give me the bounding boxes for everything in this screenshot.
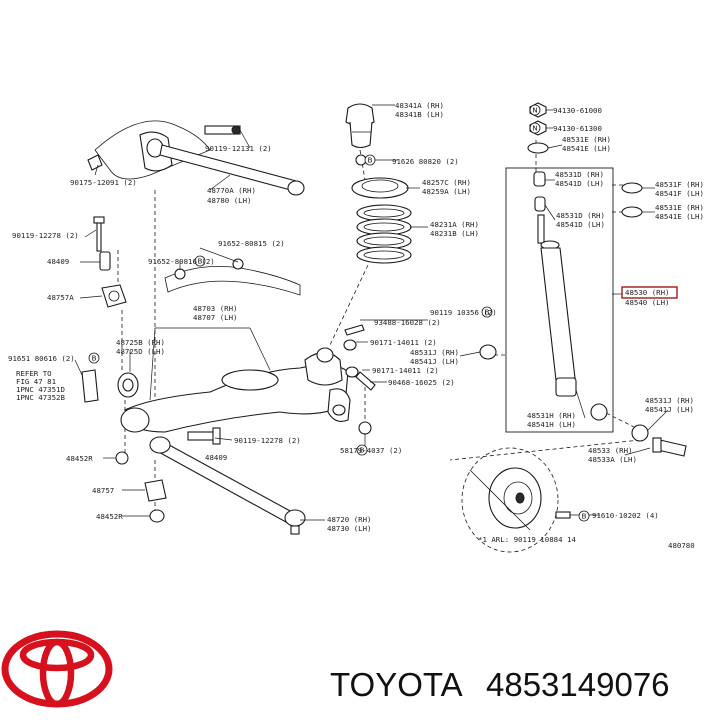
svg-text:N: N	[532, 125, 537, 133]
label-refer-4: 1PNC 47352B	[16, 393, 65, 402]
label-48541d2: 48541D (LH)	[556, 220, 605, 229]
svg-text:B: B	[198, 258, 203, 266]
leader-lines	[74, 104, 669, 521]
label-refer-2: FIG 47 81	[16, 377, 56, 386]
label-48730: 48730 (LH)	[327, 524, 372, 533]
label-48757a: 48757A	[47, 293, 74, 302]
label-48780: 48780 (LH)	[207, 196, 252, 205]
label-48725b: 48725B (RH)	[116, 338, 165, 347]
label-48231a: 48231A (RH)	[430, 220, 479, 229]
part-labels: 94130-61000 94130-61300 48531E (RH) 4854…	[8, 101, 704, 550]
footnote: *1 ARL: 90119 10884 14	[478, 535, 576, 544]
label-90171b: 90171-14011 (2)	[372, 366, 439, 375]
label-90119c: 90119 10356 (2)	[430, 308, 497, 317]
label-48541e2: 48541E (LH)	[655, 212, 704, 221]
label-48409b: 48409	[205, 453, 227, 462]
label-48541f: 48541F (LH)	[655, 189, 704, 198]
lower-control-rod	[149, 436, 306, 535]
spring-insulator	[351, 177, 409, 199]
label-48531e2: 48531E (RH)	[655, 203, 704, 212]
label-48703: 48703 (RH)	[193, 304, 238, 313]
label-48533: 48533 (RH)	[588, 446, 633, 455]
figure-code: 480780	[668, 541, 695, 550]
label-48541h: 48541H (LH)	[527, 420, 576, 429]
label-48770a: 48770A (RH)	[207, 186, 256, 195]
label-90119a: 90119-12131 (2)	[205, 144, 272, 153]
svg-text:B: B	[368, 157, 373, 165]
bump-stopper	[345, 103, 375, 166]
label-48533a: 48533A (LH)	[588, 455, 637, 464]
label-48231b: 48231B (LH)	[430, 229, 479, 238]
label-48341b: 48341B (LH)	[395, 110, 444, 119]
label-94130b: 94130-61300	[553, 124, 602, 133]
label-48531d2: 48531D (RH)	[556, 211, 605, 220]
svg-text:B: B	[485, 309, 490, 317]
label-93488: 93488-16028 (2)	[374, 318, 441, 327]
rear-axle-beam	[120, 347, 351, 433]
label-48530[interactable]: 48530 (RH)	[625, 288, 670, 297]
brake-drum-assembly	[461, 447, 590, 553]
label-48341a: 48341A (RH)	[395, 101, 444, 110]
label-48541j2: 48541J (LH)	[645, 405, 694, 414]
label-48720: 48720 (RH)	[327, 515, 372, 524]
label-48707: 48707 (LH)	[193, 313, 238, 322]
label-48257c: 48257C (RH)	[422, 178, 471, 187]
label-90171a: 90171-14011 (2)	[370, 338, 437, 347]
label-91652b: 91652-80816 (2)	[148, 257, 215, 266]
svg-text:N: N	[532, 107, 537, 115]
svg-text:B: B	[360, 447, 365, 455]
svg-text:B: B	[582, 513, 587, 521]
reference-badges: N N B B B B B B	[88, 104, 590, 522]
label-48259a: 48259A (LH)	[422, 187, 471, 196]
label-48541d: 48541D (LH)	[555, 179, 604, 188]
axle-bushing	[81, 369, 139, 403]
label-48409a: 48409	[47, 257, 69, 266]
label-90468: 90468-16025 (2)	[388, 378, 455, 387]
label-90119b: 90119-12278 (2)	[12, 231, 79, 240]
label-48531e: 48531E (RH)	[562, 135, 611, 144]
label-48452b: 48452R	[96, 512, 123, 521]
label-48531f: 48531F (RH)	[655, 180, 704, 189]
shock-absorber[interactable]	[533, 171, 608, 421]
label-90175: 90175-12091 (2)	[70, 178, 137, 187]
lateral-rod-upper	[159, 144, 305, 196]
center-fasteners	[332, 324, 376, 416]
label-91610: 91610-10202 (4)	[592, 511, 659, 520]
label-48531j2: 48531J (RH)	[645, 396, 694, 405]
label-48531d: 48531D (RH)	[555, 170, 604, 179]
bolt-stack-left	[93, 216, 127, 308]
coil-spring	[356, 204, 412, 264]
label-48531h: 48531H (RH)	[527, 411, 576, 420]
label-58179: 58179-4037 (2)	[340, 446, 402, 455]
label-91652: 91652-80815 (2)	[218, 239, 285, 248]
label-48541j: 48541J (LH)	[410, 357, 459, 366]
label-48725d: 48725D (LH)	[116, 347, 165, 356]
label-refer-3: 1PNC 47351D	[16, 385, 65, 394]
shock-absorber-frame	[505, 167, 614, 433]
stabilizer-bracket	[164, 258, 301, 296]
label-91626: 91626 80820 (2)	[392, 157, 459, 166]
label-refer-1: REFER TO	[16, 369, 52, 378]
label-91651: 91651 80616 (2)	[8, 354, 75, 363]
label-48531j: 48531J (RH)	[410, 348, 459, 357]
label-94130a: 94130-61000	[553, 106, 602, 115]
label-48452a: 48452R	[66, 454, 93, 463]
label-48540: 48540 (LH)	[625, 298, 670, 307]
svg-text:B: B	[92, 355, 97, 363]
label-90119d: 90119-12278 (2)	[234, 436, 301, 445]
label-48541e: 48541E (LH)	[562, 144, 611, 153]
part-number: 4853149076	[486, 666, 670, 703]
highlighted-part-box	[621, 286, 678, 299]
brand-name: TOYOTA	[330, 666, 463, 703]
label-48757b: 48757	[92, 486, 114, 495]
toyota-logo-icon	[1, 630, 113, 708]
body-bracket	[87, 120, 241, 180]
